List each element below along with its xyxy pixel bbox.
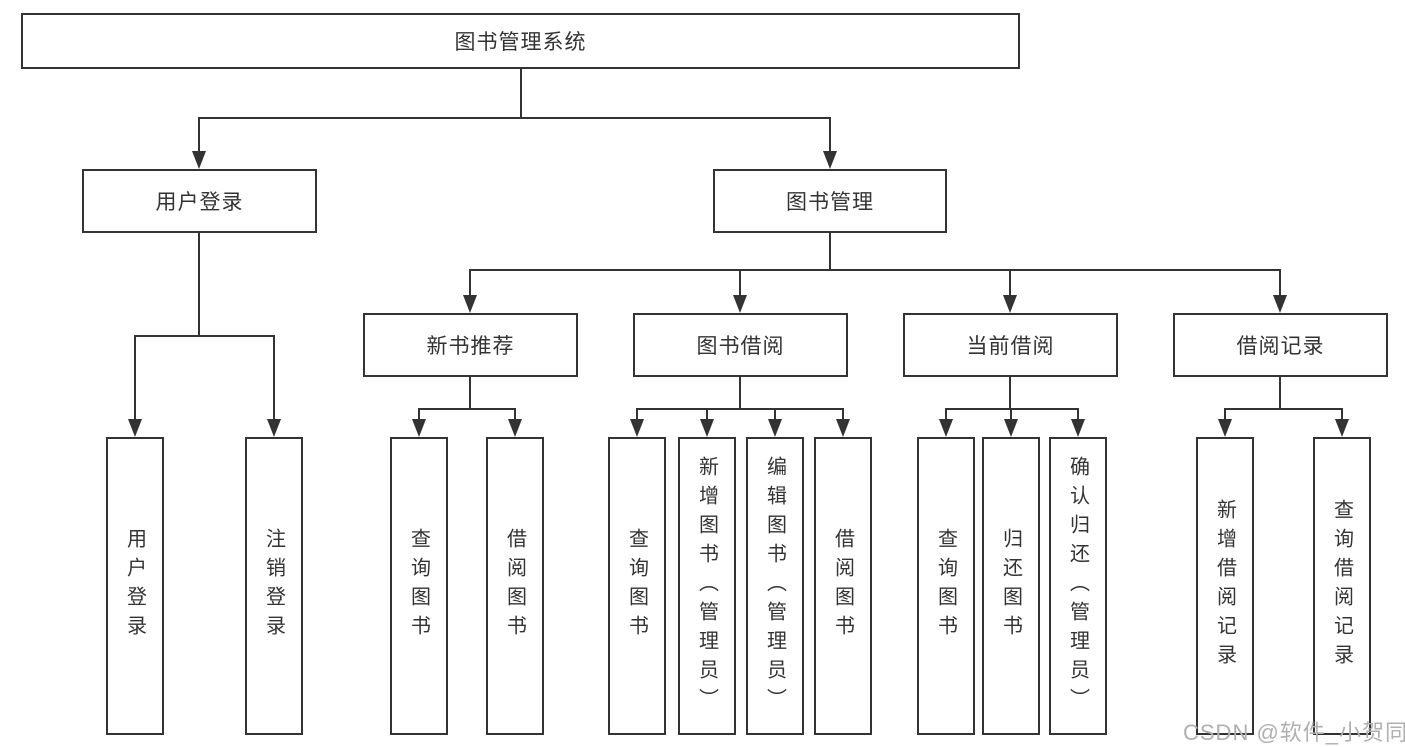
connector-line [198,117,831,119]
node-current-borrow: 当前借阅 [903,313,1118,377]
leaf-user-login: 用户登录 [106,437,164,735]
leaf-borrow-query-books-label: 查询图书 [625,528,648,644]
node-book-management-label: 图书管理 [786,191,874,214]
connector-line [706,409,708,419]
node-current-borrow-label: 当前借阅 [966,335,1055,358]
connector-line [1077,409,1079,419]
leaf-current-query-books: 查询图书 [917,437,975,735]
arrow-down-icon [1273,295,1287,313]
leaf-current-return-books: 归还图书 [982,437,1040,735]
arrow-down-icon [463,295,477,313]
connector-line [829,233,831,271]
connector-line [1279,377,1281,409]
connector-line [1224,409,1226,419]
leaf-current-return-books-label: 归还图书 [999,528,1022,644]
leaf-record-add-borrow-record: 新增借阅记录 [1196,437,1254,735]
connector-line [469,270,471,295]
connector-line [1341,409,1343,419]
node-user-login-label: 用户登录 [155,191,244,214]
arrow-down-icon [192,151,206,169]
connector-line [418,408,516,410]
leaf-current-query-books-label: 查询图书 [934,528,957,644]
connector-line [829,118,831,151]
connector-line [418,409,420,419]
leaf-current-confirm-return-admin: 确认归还（管理员） [1049,437,1107,735]
arrow-down-icon [508,419,522,437]
connector-line [1279,270,1281,295]
node-borrow-record-label: 借阅记录 [1236,335,1325,358]
leaf-borrow-query-books: 查询图书 [608,437,666,735]
node-root-label: 图书管理系统 [454,31,587,54]
connector-line [134,336,136,419]
arrow-down-icon [836,419,850,437]
arrow-down-icon [939,419,953,437]
leaf-user-login-label: 用户登录 [123,528,146,644]
connector-line [945,409,947,419]
connector-line [636,408,844,410]
connector-line [739,377,741,409]
connector-line [636,409,638,419]
leaf-borrow-add-books-admin-label: 新增图书（管理员） [695,455,718,717]
connector-line [739,270,741,295]
connector-line [134,335,275,337]
leaf-logout: 注销登录 [245,437,303,735]
node-book-borrow-label: 图书借阅 [696,335,785,358]
node-new-book-recommend-label: 新书推荐 [426,335,515,358]
leaf-borrow-borrow-books-label: 借阅图书 [831,528,854,644]
arrow-down-icon [630,419,644,437]
connector-line [469,269,1281,271]
arrow-down-icon [1003,295,1017,313]
leaf-borrow-add-books-admin: 新增图书（管理员） [678,437,736,735]
connector-line [842,409,844,419]
arrow-down-icon [1071,419,1085,437]
node-new-book-recommend: 新书推荐 [363,313,578,377]
arrow-down-icon [1004,419,1018,437]
leaf-logout-label: 注销登录 [262,528,285,644]
connector-line [469,377,471,409]
leaf-record-query-borrow-record-label: 查询借阅记录 [1330,499,1353,673]
connector-line [1009,377,1011,409]
node-book-management: 图书管理 [713,169,947,233]
leaf-newbook-query-books: 查询图书 [390,437,448,735]
arrow-down-icon [823,151,837,169]
leaf-newbook-query-books-label: 查询图书 [407,528,430,644]
leaf-record-add-borrow-record-label: 新增借阅记录 [1213,499,1236,673]
leaf-newbook-borrow-books-label: 借阅图书 [503,528,526,644]
connector-line [520,69,522,118]
connector-line [198,118,200,151]
connector-line [1010,409,1012,419]
leaf-record-query-borrow-record: 查询借阅记录 [1313,437,1371,735]
connector-line [273,336,275,419]
leaf-borrow-borrow-books: 借阅图书 [814,437,872,735]
connector-line [198,233,200,336]
arrow-down-icon [267,419,281,437]
arrow-down-icon [412,419,426,437]
node-root: 图书管理系统 [21,13,1020,69]
arrow-down-icon [128,419,142,437]
arrow-down-icon [1335,419,1349,437]
arrow-down-icon [1218,419,1232,437]
leaf-current-confirm-return-admin-label: 确认归还（管理员） [1066,455,1089,717]
connector-line [774,409,776,419]
arrow-down-icon [733,295,747,313]
node-borrow-record: 借阅记录 [1173,313,1388,377]
connector-line [514,409,516,419]
leaf-borrow-edit-books-admin-label: 编辑图书（管理员） [763,455,786,717]
leaf-newbook-borrow-books: 借阅图书 [486,437,544,735]
connector-line [1009,270,1011,295]
leaf-borrow-edit-books-admin: 编辑图书（管理员） [746,437,804,735]
connector-line [945,408,1079,410]
csdn-watermark: CSDN @软件_小贺同学 [1183,720,1405,745]
node-user-login: 用户登录 [82,169,317,233]
arrow-down-icon [768,419,782,437]
connector-line [1224,408,1343,410]
node-book-borrow: 图书借阅 [633,313,848,377]
arrow-down-icon [700,419,714,437]
